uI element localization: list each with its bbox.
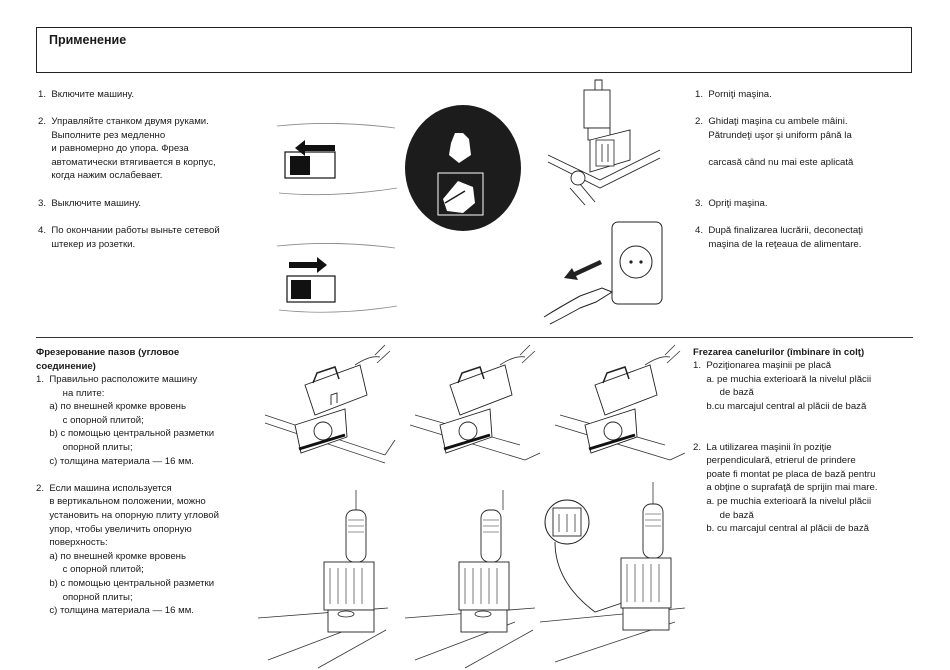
joiner-horizontal-thickness-illustration bbox=[554, 344, 686, 461]
switch-off-illustration bbox=[276, 243, 398, 313]
ru-step-3: 3. Выключите машину. bbox=[38, 198, 141, 209]
router-cutting-illustration bbox=[547, 79, 661, 206]
two-hands-mandatory-icon bbox=[405, 105, 521, 231]
ro-grooving-heading: Frezarea canelurilor (îmbinare în colţ) bbox=[693, 347, 865, 358]
ro-step-4: 4. După finalizarea lucrării, deconectaţ… bbox=[695, 225, 863, 250]
ru-step-1: 1. Включите машину. bbox=[38, 89, 135, 100]
unplug-illustration bbox=[543, 221, 663, 325]
ru-grooving-heading: Фрезерование пазов (угловое соединение) bbox=[36, 347, 180, 372]
ro-grooving-body: 1. Poziţionarea maşinii pe placă a. pe m… bbox=[693, 360, 878, 535]
ru-grooving-body: 1. Правильно расположите машину на плите… bbox=[36, 374, 219, 617]
ru-step-4: 4. По окончании работы выньте сетевой шт… bbox=[38, 225, 220, 250]
joiner-vertical-center-illustration bbox=[404, 490, 536, 669]
joiner-horizontal-edge-illustration bbox=[264, 344, 396, 464]
ru-step-2: 2. Управляйте станком двумя руками. Выпо… bbox=[38, 116, 216, 182]
page-title: Применение bbox=[49, 33, 127, 47]
ro-step-2-cont: carcasă când nu mai este aplicată bbox=[695, 157, 854, 168]
ro-step-3: 3. Opriţi maşina. bbox=[695, 198, 768, 209]
ro-step-1: 1. Porniţi maşina. bbox=[695, 89, 772, 100]
joiner-vertical-edge-illustration bbox=[257, 490, 389, 669]
title-box: Применение bbox=[36, 27, 912, 73]
joiner-vertical-detail-illustration bbox=[539, 482, 686, 663]
section-divider bbox=[36, 337, 913, 338]
ro-step-2: 2. Ghidaţi maşina cu ambele mâini. Pătru… bbox=[695, 116, 852, 141]
joiner-horizontal-center-illustration bbox=[409, 344, 541, 461]
switch-on-illustration bbox=[276, 123, 398, 196]
